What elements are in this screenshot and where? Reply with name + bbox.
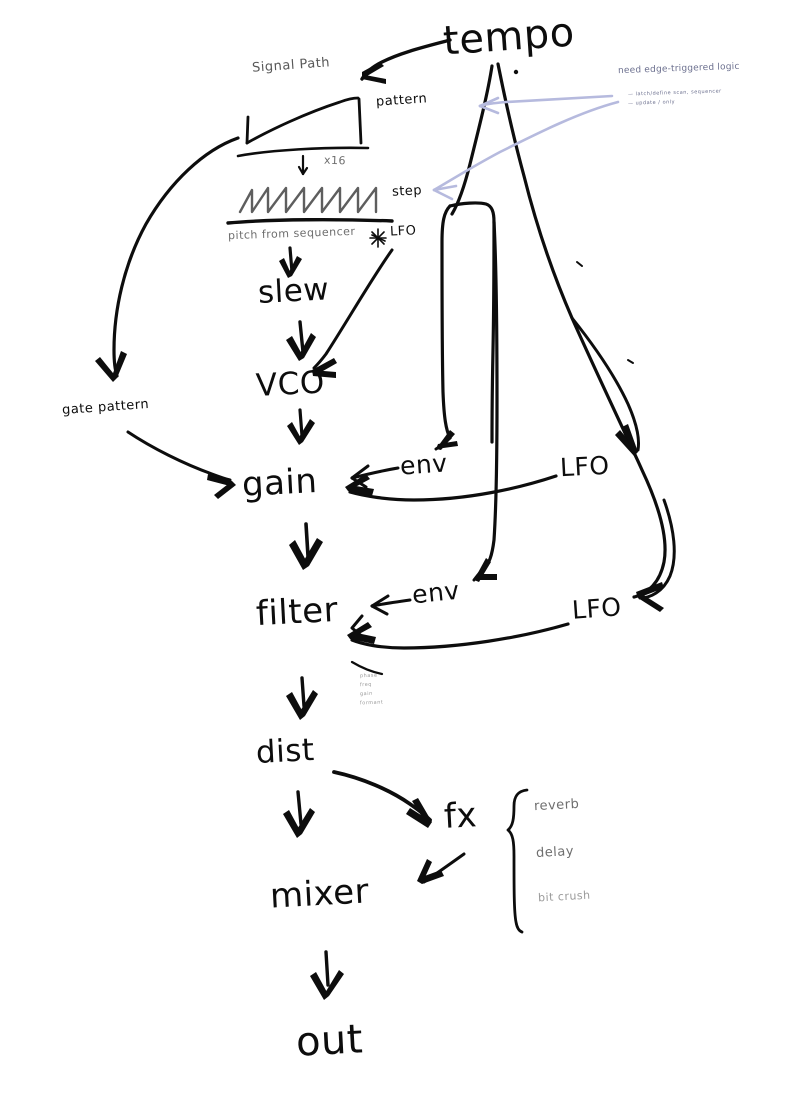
label-lfo-pitch[interactable]: LFO — [389, 223, 417, 240]
arrow-lfo-to-gain — [345, 474, 558, 502]
filter-param-phase: phase — [359, 672, 378, 680]
node-gain[interactable]: gain — [241, 461, 319, 505]
label-env-gain[interactable]: env — [399, 448, 449, 481]
label-x16: x16 — [323, 153, 347, 168]
fx-item-delay: delay — [535, 844, 575, 861]
sawtooth-waveform-glyph — [226, 186, 394, 248]
arrow-lfo-to-vco — [312, 248, 394, 378]
label-env-filter[interactable]: env — [410, 575, 461, 610]
node-slew[interactable]: slew — [257, 271, 331, 311]
filter-param-freq: freq — [359, 681, 373, 689]
label-lfo-filter[interactable]: LFO — [571, 592, 623, 625]
tempo-clock-bus-left — [434, 201, 496, 451]
tempo-trunk — [450, 62, 667, 599]
node-fx[interactable]: fx — [442, 795, 479, 837]
ramp-waveform-glyph — [236, 96, 370, 176]
arrow-mixer-to-out — [310, 950, 344, 1000]
arrow-dist-to-fx — [332, 770, 432, 828]
arrow-lfo-to-filter — [347, 622, 570, 650]
arrow-vco-to-gain — [287, 408, 315, 445]
label-step[interactable]: step — [391, 183, 423, 200]
node-out[interactable]: out — [294, 1016, 365, 1066]
fx-item-bit-crush: bit crush — [537, 888, 591, 905]
arrow-to-lfo-gain — [570, 261, 640, 456]
arrow-filter-to-dist — [286, 676, 318, 720]
arrow-slew-to-vco — [286, 320, 316, 361]
label-lfo-gain[interactable]: LFO — [559, 450, 611, 483]
arrow-tempo-to-pattern — [360, 38, 452, 84]
node-tempo[interactable]: tempo — [441, 9, 577, 65]
arrow-gate-pattern-to-gain — [126, 430, 236, 499]
tempo-clock-bus-right — [472, 220, 499, 582]
arrow-fx-to-mixer — [417, 852, 466, 884]
node-mixer[interactable]: mixer — [269, 871, 371, 917]
node-filter[interactable]: filter — [255, 589, 340, 635]
filter-param-formant: formant — [359, 699, 384, 707]
arrow-to-lfo-filter — [636, 498, 676, 612]
arrow-gain-to-filter — [289, 522, 323, 570]
scribble-out-mark — [369, 228, 387, 248]
node-dist[interactable]: dist — [255, 731, 316, 771]
annotation-arrow-to-step — [432, 100, 620, 201]
arrow-pitch-to-slew — [279, 246, 302, 278]
fx-brace — [506, 788, 529, 934]
filter-param-gain: gain — [359, 690, 373, 698]
fx-item-reverb: reverb — [533, 796, 580, 815]
node-vco[interactable]: VCO — [255, 364, 326, 404]
arrow-ramp-to-gate-pattern — [95, 136, 240, 382]
arrow-dist-to-mixer — [283, 790, 315, 838]
filter-params-pointer — [350, 660, 384, 676]
annotation-arrow-to-pattern — [478, 94, 614, 115]
